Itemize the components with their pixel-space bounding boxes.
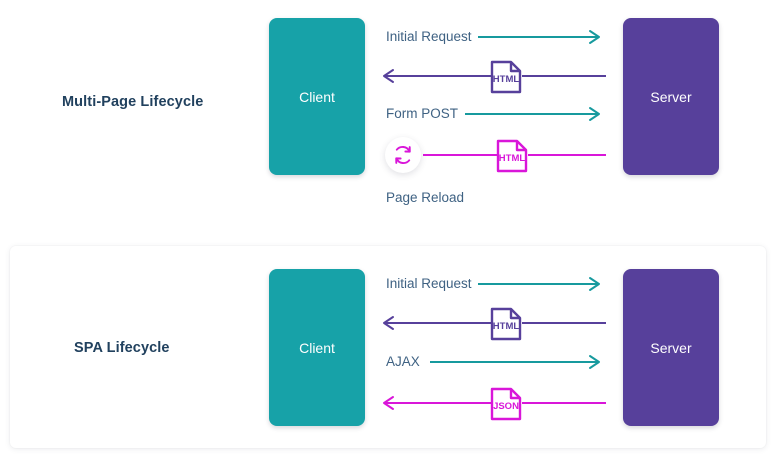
multi-page-lifecycle-section: Multi-Page Lifecycle Client Server Initi… (62, 18, 719, 205)
flow-row-html-response-spa: HTML (380, 307, 606, 341)
html-icon-text: HTML (493, 74, 520, 85)
arrow-server-to-client-purple-spa (383, 316, 606, 330)
arrow-client-to-server-teal-ajax (430, 355, 600, 369)
client-node-label: Client (299, 88, 335, 105)
flow-label-ajax: AJAX (386, 354, 420, 369)
client-node-label-spa: Client (299, 339, 335, 356)
server-node-spa: Server (623, 269, 719, 426)
arrow-server-to-client-magenta-json (383, 396, 606, 410)
flow-label-form-post: Form POST (386, 106, 459, 121)
flow-row-initial-request-mpa: Initial Request (386, 26, 606, 48)
flow-row-form-post-mpa: Form POST (386, 103, 606, 125)
arrow-client-to-server-teal (478, 30, 600, 44)
html-icon-text-magenta: HTML (499, 153, 526, 164)
spa-lifecycle-section: SPA Lifecycle Client Server Initial Requ… (10, 246, 766, 448)
annotation-label-page-reload: Page Reload (386, 190, 465, 205)
flow-row-json-response-spa: JSON (380, 387, 606, 421)
flow-row-html-response-mpa: HTML (380, 60, 606, 94)
flow-row-page-reload-mpa: HTML (385, 137, 606, 173)
line-server-to-client-magenta (423, 154, 606, 156)
flow-row-initial-request-spa: Initial Request (386, 273, 606, 295)
arrow-client-to-server-teal-2 (465, 107, 600, 121)
server-node-multi-page: Server (623, 18, 719, 175)
json-document-icon: JSON (490, 387, 522, 421)
server-node-label: Server (650, 88, 692, 105)
html-document-icon-magenta: HTML (496, 139, 528, 173)
page-title-spa: SPA Lifecycle (74, 340, 170, 356)
server-node-label-spa: Server (650, 339, 692, 356)
flow-label-initial-request: Initial Request (386, 29, 472, 44)
page-title-multi-page: Multi-Page Lifecycle (62, 94, 204, 110)
client-node-spa: Client (269, 269, 365, 426)
html-document-icon: HTML (490, 60, 522, 94)
reload-icon (395, 145, 411, 165)
html-icon-text-spa: HTML (493, 321, 520, 332)
reload-badge (385, 137, 421, 173)
arrow-client-to-server-teal-spa (478, 277, 600, 291)
arrow-server-to-client-purple (383, 69, 606, 83)
flow-label-initial-request-spa: Initial Request (386, 276, 472, 291)
flow-row-ajax-spa: AJAX (386, 351, 606, 373)
json-icon-text: JSON (493, 401, 519, 412)
html-document-icon-spa: HTML (490, 307, 522, 341)
client-node-multi-page: Client (269, 18, 365, 175)
